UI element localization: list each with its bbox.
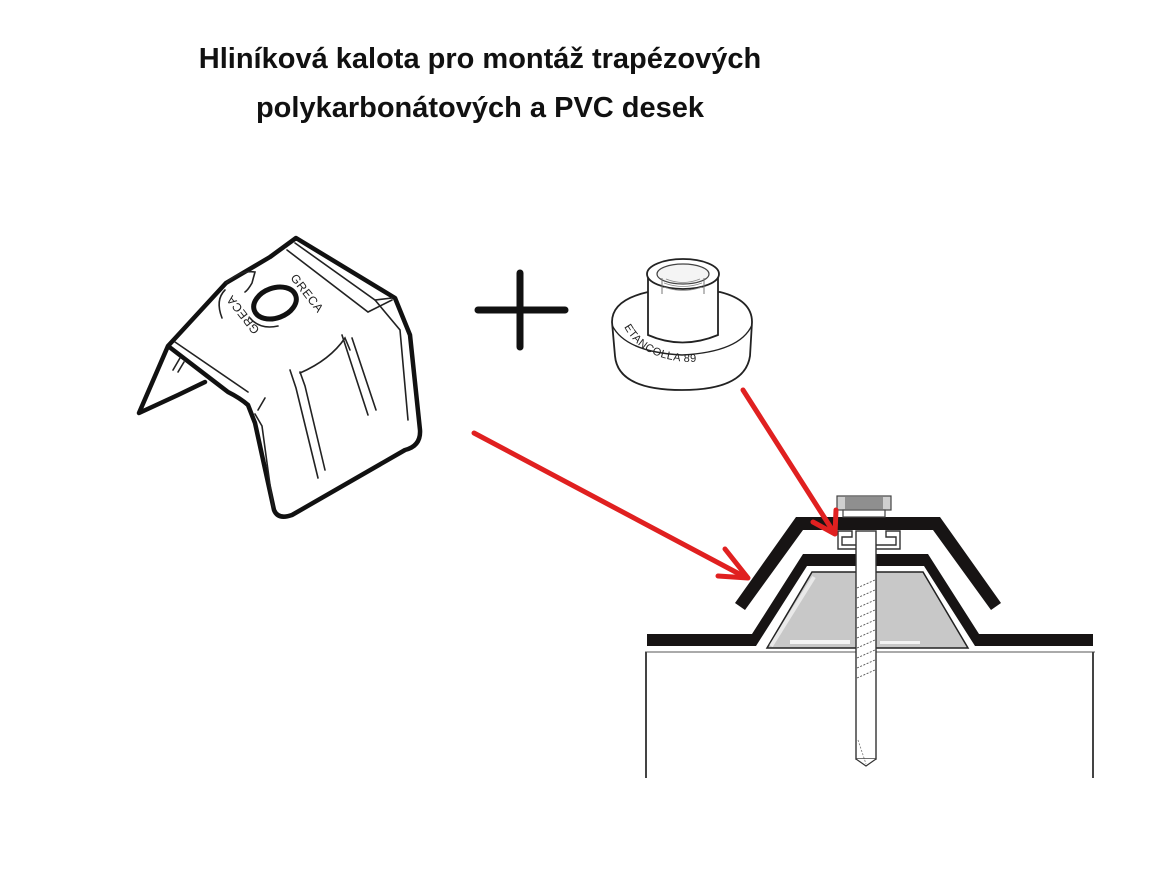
arrow-washer-to-section xyxy=(740,387,839,537)
title-line-2: polykarbonátových a PVC desek xyxy=(255,92,705,124)
cap-hole-icon xyxy=(251,284,299,322)
aluminium-cap-illustration: GRECA GRECA xyxy=(136,235,423,519)
trapezoid-sheet xyxy=(647,554,1093,646)
cross-section-illustration xyxy=(645,495,1095,778)
title-line-1: Hliníková kalota pro montáž trapézových xyxy=(198,43,762,75)
page-title: Hliníková kalota pro montáž trapézových … xyxy=(0,35,960,133)
sealing-washer-illustration: ETANCOLLA 89 xyxy=(611,258,753,391)
bolt-head xyxy=(836,495,892,518)
screw xyxy=(855,530,877,767)
plus-icon xyxy=(474,269,569,351)
arrow-cap-to-section xyxy=(471,430,751,581)
